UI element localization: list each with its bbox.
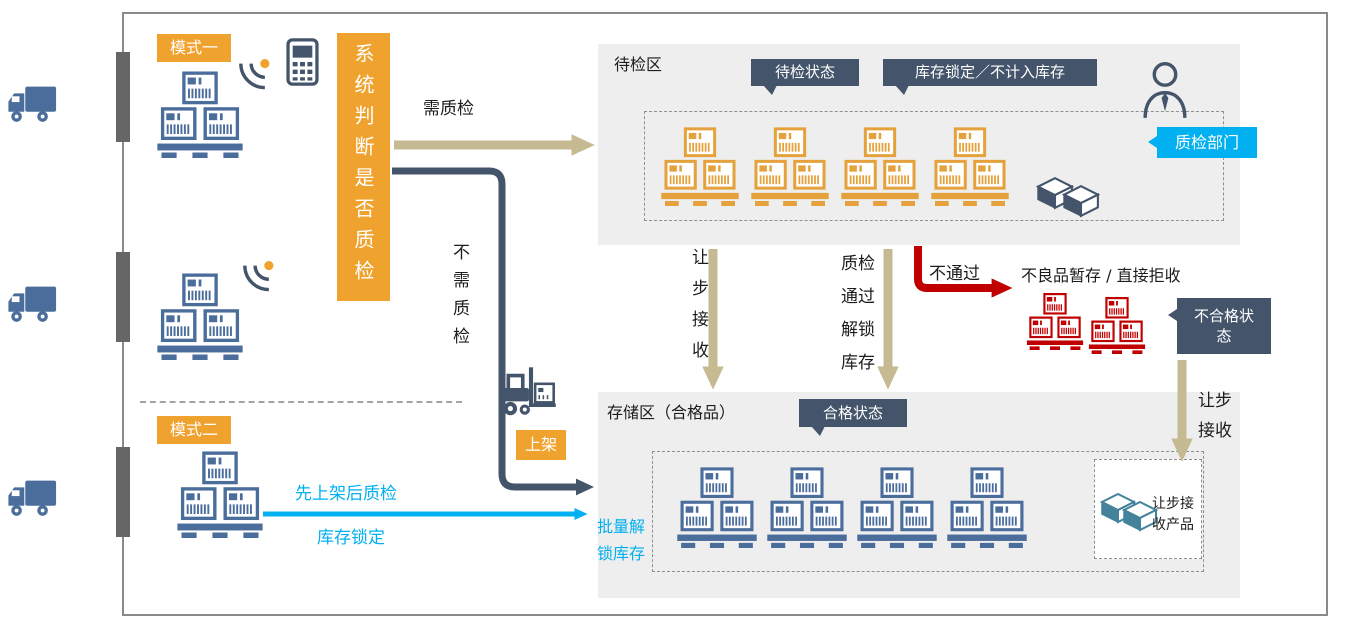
concession-accept-label: 让步接收 [688,248,708,372]
shelf-badge: 上架 [516,430,566,460]
handheld-scanner-icon [286,38,319,86]
inspector-person-icon [1140,60,1190,120]
pallet-icon [676,466,758,548]
wifi-signal-icon [226,54,274,96]
truck-icon [6,84,58,124]
dock-bar [116,52,130,142]
forklift-icon [498,360,564,420]
storage-dashed-zone [652,451,1204,572]
storage-area-title: 存储区（合格品） [607,403,736,422]
no-qc-label: 不需质检 [449,243,469,355]
mode-divider [140,401,462,403]
qc-pass-unlock-label: 质检 通过 解锁 库存 [841,254,875,373]
pallet-icon [1088,296,1146,354]
pallet-icon [1026,292,1084,350]
pending-status-badge: 待检状态 [751,59,859,95]
pallet-icon [176,450,264,538]
qualified-status-badge: 合格状态 [799,399,907,436]
mode2-label: 模式二 [157,416,231,444]
pallet-icon [930,126,1010,206]
fail-label: 不通过 [929,264,980,284]
defective-status-badge: 不合格状 态 [1168,298,1271,354]
system-decision-box: 系统判断是否质检 [337,33,390,301]
pallet-icon [840,126,920,206]
pending-area-title: 待检区 [614,55,663,74]
batch-unlock-label: 批量解 锁库存 [597,517,646,563]
carton-icon [1062,184,1100,218]
need-qc-label: 需质检 [423,99,474,119]
system-decision-label: 系统判断是否质检 [351,43,375,291]
stock-lock-label: 库存锁定 [317,528,385,548]
defective-area-title: 不良品暂存 / 直接拒收 [1021,266,1181,285]
mode1-label: 模式一 [157,34,231,62]
concession-product-label: 让步接 收产品 [1152,496,1194,533]
wifi-signal-icon [230,256,278,298]
concession-accept2-label: 让步 接收 [1198,391,1232,441]
dock-bar [116,447,130,537]
truck-icon [6,478,58,518]
pallet-icon [660,126,740,206]
pending-dashed-zone [644,111,1224,221]
dock-bar [116,252,130,342]
qc-department-badge: 质检部门 [1148,127,1257,158]
inventory-lock-badge: 库存锁定／不计入库存 [883,59,1097,95]
shelf-first-label: 先上架后质检 [295,484,397,504]
pallet-icon [766,466,848,548]
pallet-icon [750,126,830,206]
truck-icon [6,284,58,324]
pallet-icon [946,466,1028,548]
pallet-icon [856,466,938,548]
